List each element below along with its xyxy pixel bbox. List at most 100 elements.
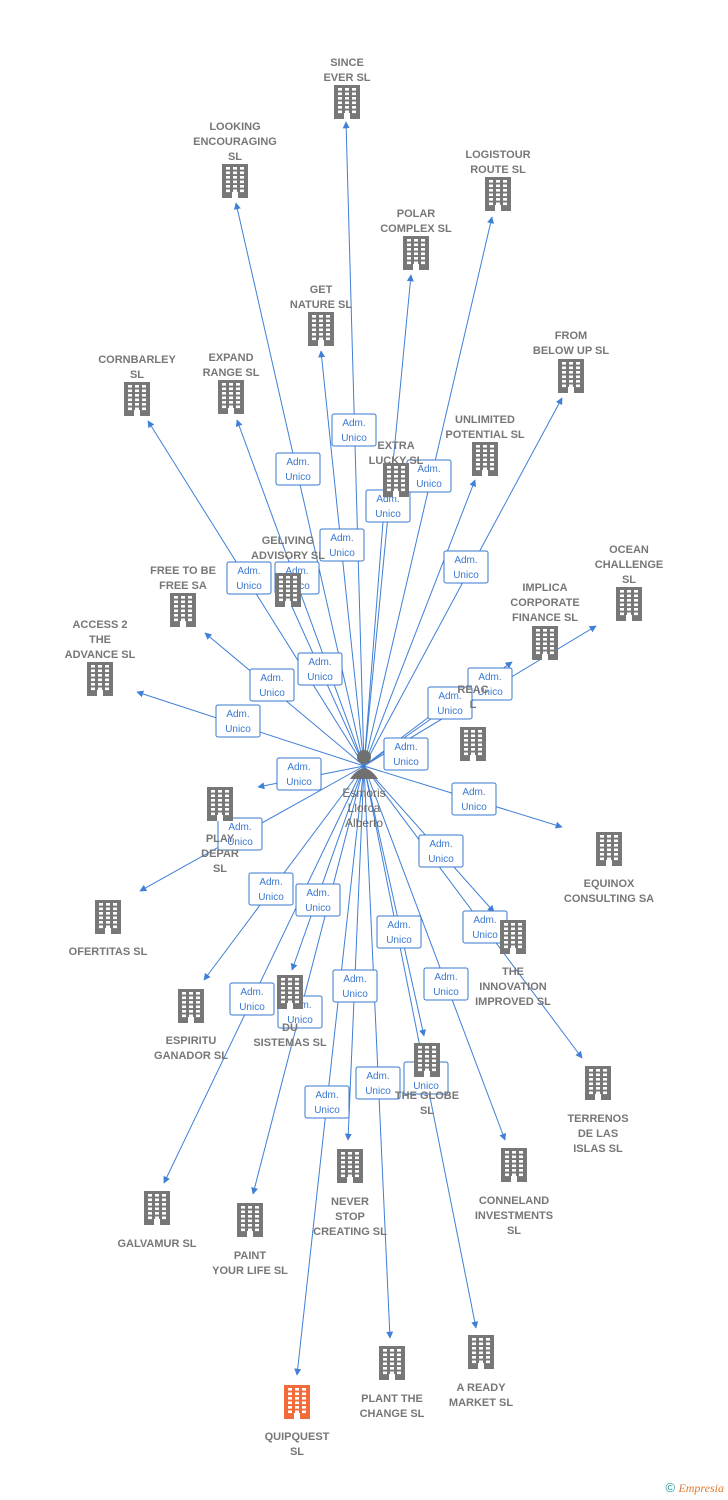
company-label-line: THE GLOBE — [395, 1090, 459, 1102]
edge-extra-lucky — [363, 495, 389, 767]
role-badge-reach-partial[interactable]: Adm.Unico — [383, 737, 429, 771]
edge-quipquest — [294, 765, 365, 1376]
company-label-line: REAC — [457, 684, 488, 696]
company-label-line: THE — [89, 634, 111, 646]
company-node-plant-the-change[interactable]: PLANT THE CHANGE SL — [360, 1346, 425, 1420]
role-badge-the-innovation-improved[interactable]: Adm.Unico — [418, 834, 464, 868]
company-label-line: RANGE SL — [203, 367, 260, 379]
company-label-line: SL — [213, 863, 227, 875]
building-icon — [275, 573, 301, 607]
building-icon — [414, 1043, 440, 1077]
company-label-line: SL — [420, 1105, 434, 1117]
role-label-line: Unico — [286, 777, 312, 788]
company-label-line: CREATING SL — [313, 1226, 387, 1238]
role-badge-geliving-advisory[interactable]: Adm.Unico — [297, 652, 343, 686]
company-label-line: PLANT THE — [361, 1393, 423, 1405]
company-label-line: CHALLENGE — [595, 559, 663, 571]
role-label-line: Adm. — [438, 691, 461, 702]
role-badge-ocean-challenge[interactable]: Adm.Unico — [467, 667, 513, 701]
role-badge-free-to-be-free[interactable]: Adm.Unico — [249, 668, 295, 702]
role-badge-never-stop-creating[interactable]: Adm.Unico — [332, 969, 378, 1003]
building-icon — [596, 832, 622, 866]
role-badge-the-globe[interactable]: Adm.Unico — [376, 915, 422, 949]
role-label-line: Unico — [393, 757, 419, 768]
role-badge-plant-the-change[interactable]: Adm.Unico — [355, 1066, 401, 1100]
role-badge-cornbarley[interactable]: Adm.Unico — [226, 561, 272, 595]
company-label-line: FROM — [555, 330, 587, 342]
role-label-line: Unico — [416, 479, 442, 490]
person-name-line: Llorca — [348, 801, 381, 815]
role-badge-from-below-up[interactable]: Adm.Unico — [443, 550, 489, 584]
role-badge-implica-corporate[interactable]: Adm.Unico — [427, 686, 473, 720]
role-badge-espiritu-ganador[interactable]: Adm.Unico — [248, 872, 294, 906]
building-icon — [222, 164, 248, 198]
role-label-line: Unico — [472, 930, 498, 941]
role-badge-polar-complex[interactable]: Adm.Unico — [331, 413, 377, 447]
person-name-line: Alberto — [345, 816, 383, 830]
role-badge-ofertitas[interactable]: Adm.Unico — [217, 817, 263, 851]
company-label-line: CORNBARLEY — [98, 354, 176, 366]
role-label-line: Unico — [477, 687, 503, 698]
role-label-line: Unico — [365, 1086, 391, 1097]
company-node-ofertitas[interactable]: OFERTITAS SL — [69, 900, 148, 958]
company-label-line: CHANGE SL — [360, 1408, 425, 1420]
role-badge-play-dep[interactable]: Adm.Unico — [276, 757, 322, 791]
company-label-line: BELOW UP SL — [533, 345, 609, 357]
company-node-from-below-up[interactable]: FROM BELOW UP SL — [533, 330, 609, 393]
company-node-galvamur[interactable]: GALVAMUR SL — [117, 1191, 197, 1250]
company-node-the-globe[interactable]: THE GLOBE SL — [395, 1043, 459, 1117]
company-label-line: LOOKING — [209, 121, 260, 133]
role-badge-galvamur[interactable]: Adm.Unico — [229, 982, 275, 1016]
role-badge-conneland-investments[interactable]: Adm.Unico — [423, 967, 469, 1001]
role-label-line: Adm. — [259, 877, 282, 888]
role-label-line: Adm. — [240, 987, 263, 998]
role-label-line: Adm. — [315, 1090, 338, 1101]
role-badge-looking-encouraging[interactable]: Adm.Unico — [275, 452, 321, 486]
company-label-line: INNOVATION — [479, 981, 546, 993]
company-label-line: DU — [282, 1022, 298, 1034]
role-badge-du-sistemas[interactable]: Adm.Unico — [295, 883, 341, 917]
building-icon — [585, 1066, 611, 1100]
role-label-line: Adm. — [454, 555, 477, 566]
role-badge-get-nature[interactable]: Adm.Unico — [319, 528, 365, 562]
company-label-line: CONSULTING SA — [564, 893, 654, 905]
role-badge-quipquest[interactable]: Adm.Unico — [304, 1085, 350, 1119]
company-label-line: EXTRA — [377, 440, 414, 452]
role-badge-logistour-route[interactable]: Adm.Unico — [365, 489, 411, 523]
role-badge-access-2-the-advance[interactable]: Adm.Unico — [215, 704, 261, 738]
role-badge-equinox-consulting[interactable]: Adm.Unico — [451, 782, 497, 816]
person-name-line: Esmoris — [342, 786, 385, 800]
role-label-line: Unico — [307, 672, 333, 683]
